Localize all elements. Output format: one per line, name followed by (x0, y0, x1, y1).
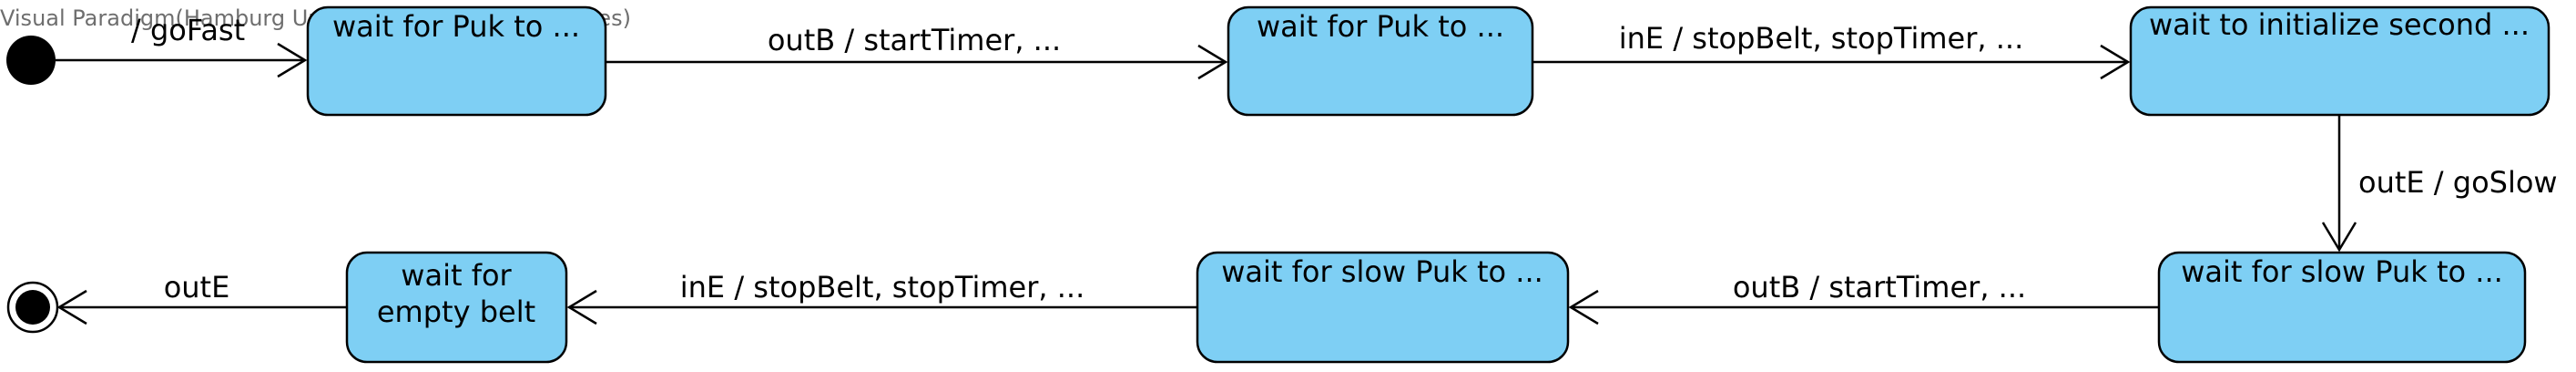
state-wait-for-slow-puk-2[interactable]: wait for slow Puk to ... (1196, 251, 1570, 364)
arrowhead-icon (2100, 44, 2131, 80)
state-label: wait to initialize second ... (2149, 7, 2530, 42)
transition-s3-to-s4[interactable]: outE / goSlow (2321, 115, 2558, 253)
state-wait-for-puk-2[interactable]: wait for Puk to ... (1227, 5, 1534, 117)
state-label-line1: wait for (401, 258, 512, 293)
final-node (6, 281, 59, 334)
state-wait-for-slow-puk-1[interactable]: wait for slow Puk to ... (2157, 251, 2527, 364)
arrowhead-icon (277, 42, 308, 78)
state-wait-for-empty-belt[interactable]: wait for empty belt (345, 251, 568, 364)
arrowhead-icon (56, 289, 87, 326)
state-label: wait for slow Puk to ... (2181, 254, 2503, 289)
transition-label: inE / stopBelt, stopTimer, ... (1619, 21, 2023, 56)
state-label: wait for slow Puk to ... (1221, 254, 1543, 289)
transition-label: outB / startTimer, ... (1733, 270, 2026, 305)
transition-label: inE / stopBelt, stopTimer, ... (680, 270, 1084, 305)
state-wait-for-puk-1[interactable]: wait for Puk to ... (306, 5, 607, 117)
transition-s4-to-s5[interactable]: outB / startTimer, ... (1568, 270, 2159, 326)
transition-label: outE (164, 270, 230, 305)
arrowhead-icon (566, 289, 597, 326)
initial-node (6, 36, 56, 85)
transition-label: outB / startTimer, ... (768, 23, 1061, 57)
state-label: wait for Puk to ... (332, 9, 580, 44)
transition-s5-to-s6[interactable]: inE / stopBelt, stopTimer, ... (566, 270, 1197, 326)
transition-initial-to-s1[interactable]: / goFast (56, 13, 308, 78)
transition-label: / goFast (131, 13, 245, 47)
transition-s2-to-s3[interactable]: inE / stopBelt, stopTimer, ... (1532, 21, 2131, 80)
state-label: wait for Puk to ... (1257, 9, 1504, 44)
transition-s1-to-s2[interactable]: outB / startTimer, ... (606, 23, 1228, 80)
arrowhead-icon (1568, 289, 1599, 326)
arrowhead-icon (1197, 44, 1228, 80)
transition-label: outE / goSlow (2358, 165, 2558, 200)
state-wait-to-initialize-second[interactable]: wait to initialize second ... (2129, 5, 2551, 117)
arrowhead-icon (2321, 222, 2357, 253)
state-label-line2: empty belt (377, 294, 535, 329)
transition-s6-to-final[interactable]: outE (56, 270, 347, 326)
